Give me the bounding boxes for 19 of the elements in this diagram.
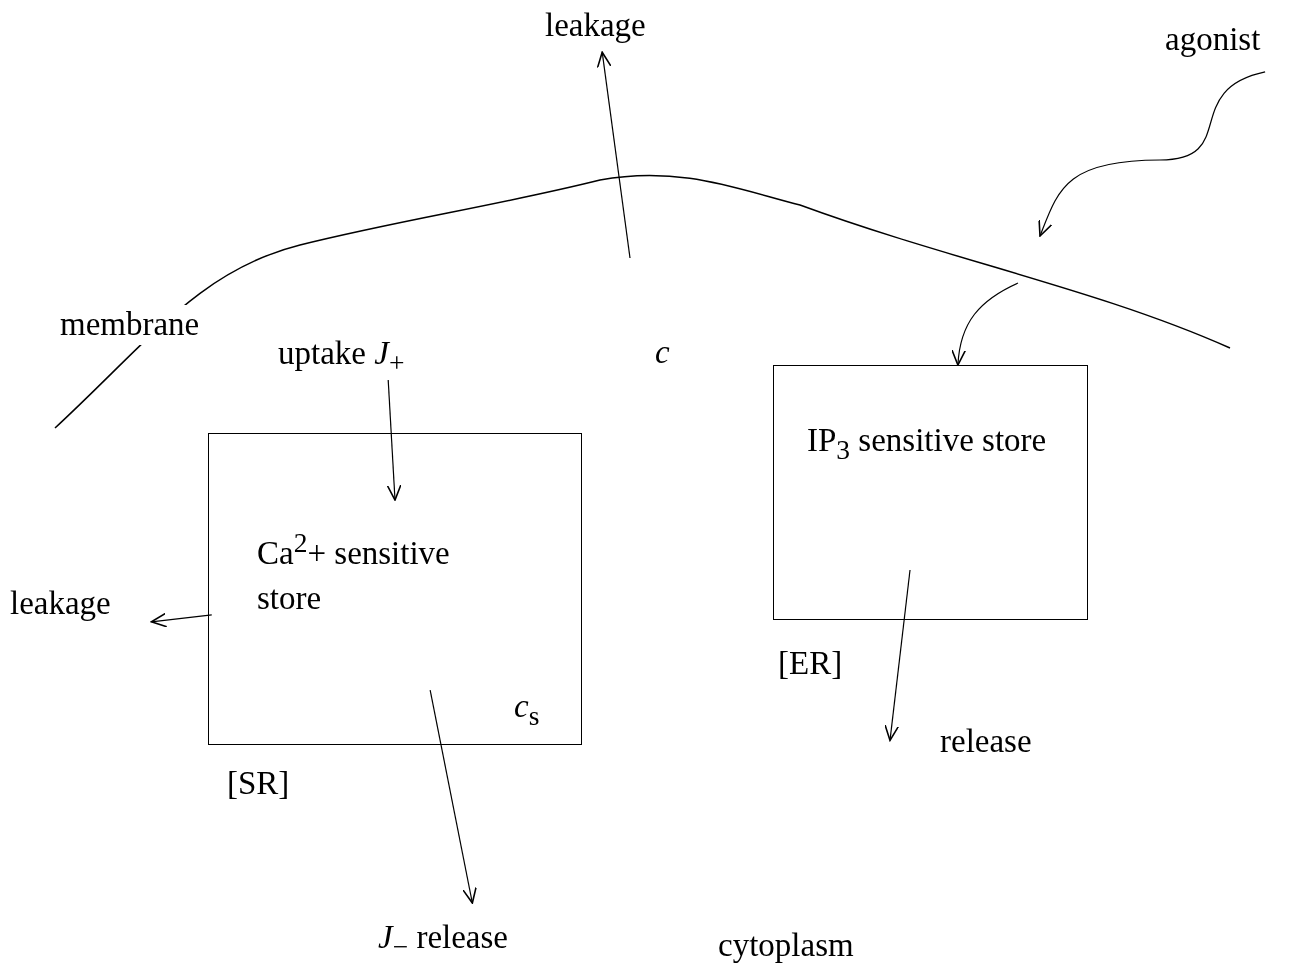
arrow xyxy=(150,612,213,628)
region-label: membrane xyxy=(60,305,200,345)
arrow xyxy=(386,379,402,501)
flux-label: leakage xyxy=(10,584,111,624)
flux-label: uptake J$_{+}$ xyxy=(278,334,405,379)
store-label: IP$_{3}$ sensitive store xyxy=(807,421,1048,467)
flux-label: agonist xyxy=(1165,20,1261,60)
compartment-label: [SR] xyxy=(227,764,290,803)
flux-label: release xyxy=(940,722,1032,762)
arrow xyxy=(596,51,631,259)
arrow xyxy=(951,282,1019,366)
flux-label: J$_{−}$ release xyxy=(378,918,508,963)
flux-label: leakage xyxy=(545,6,646,46)
store-label: Ca$^{2}$+ sensitive store xyxy=(257,526,451,618)
arrow xyxy=(1038,71,1266,237)
variable-label: c$_{s}$ xyxy=(514,687,541,733)
arrow xyxy=(884,569,911,742)
arrow xyxy=(429,689,477,904)
compartment-label: [ER] xyxy=(778,644,843,683)
